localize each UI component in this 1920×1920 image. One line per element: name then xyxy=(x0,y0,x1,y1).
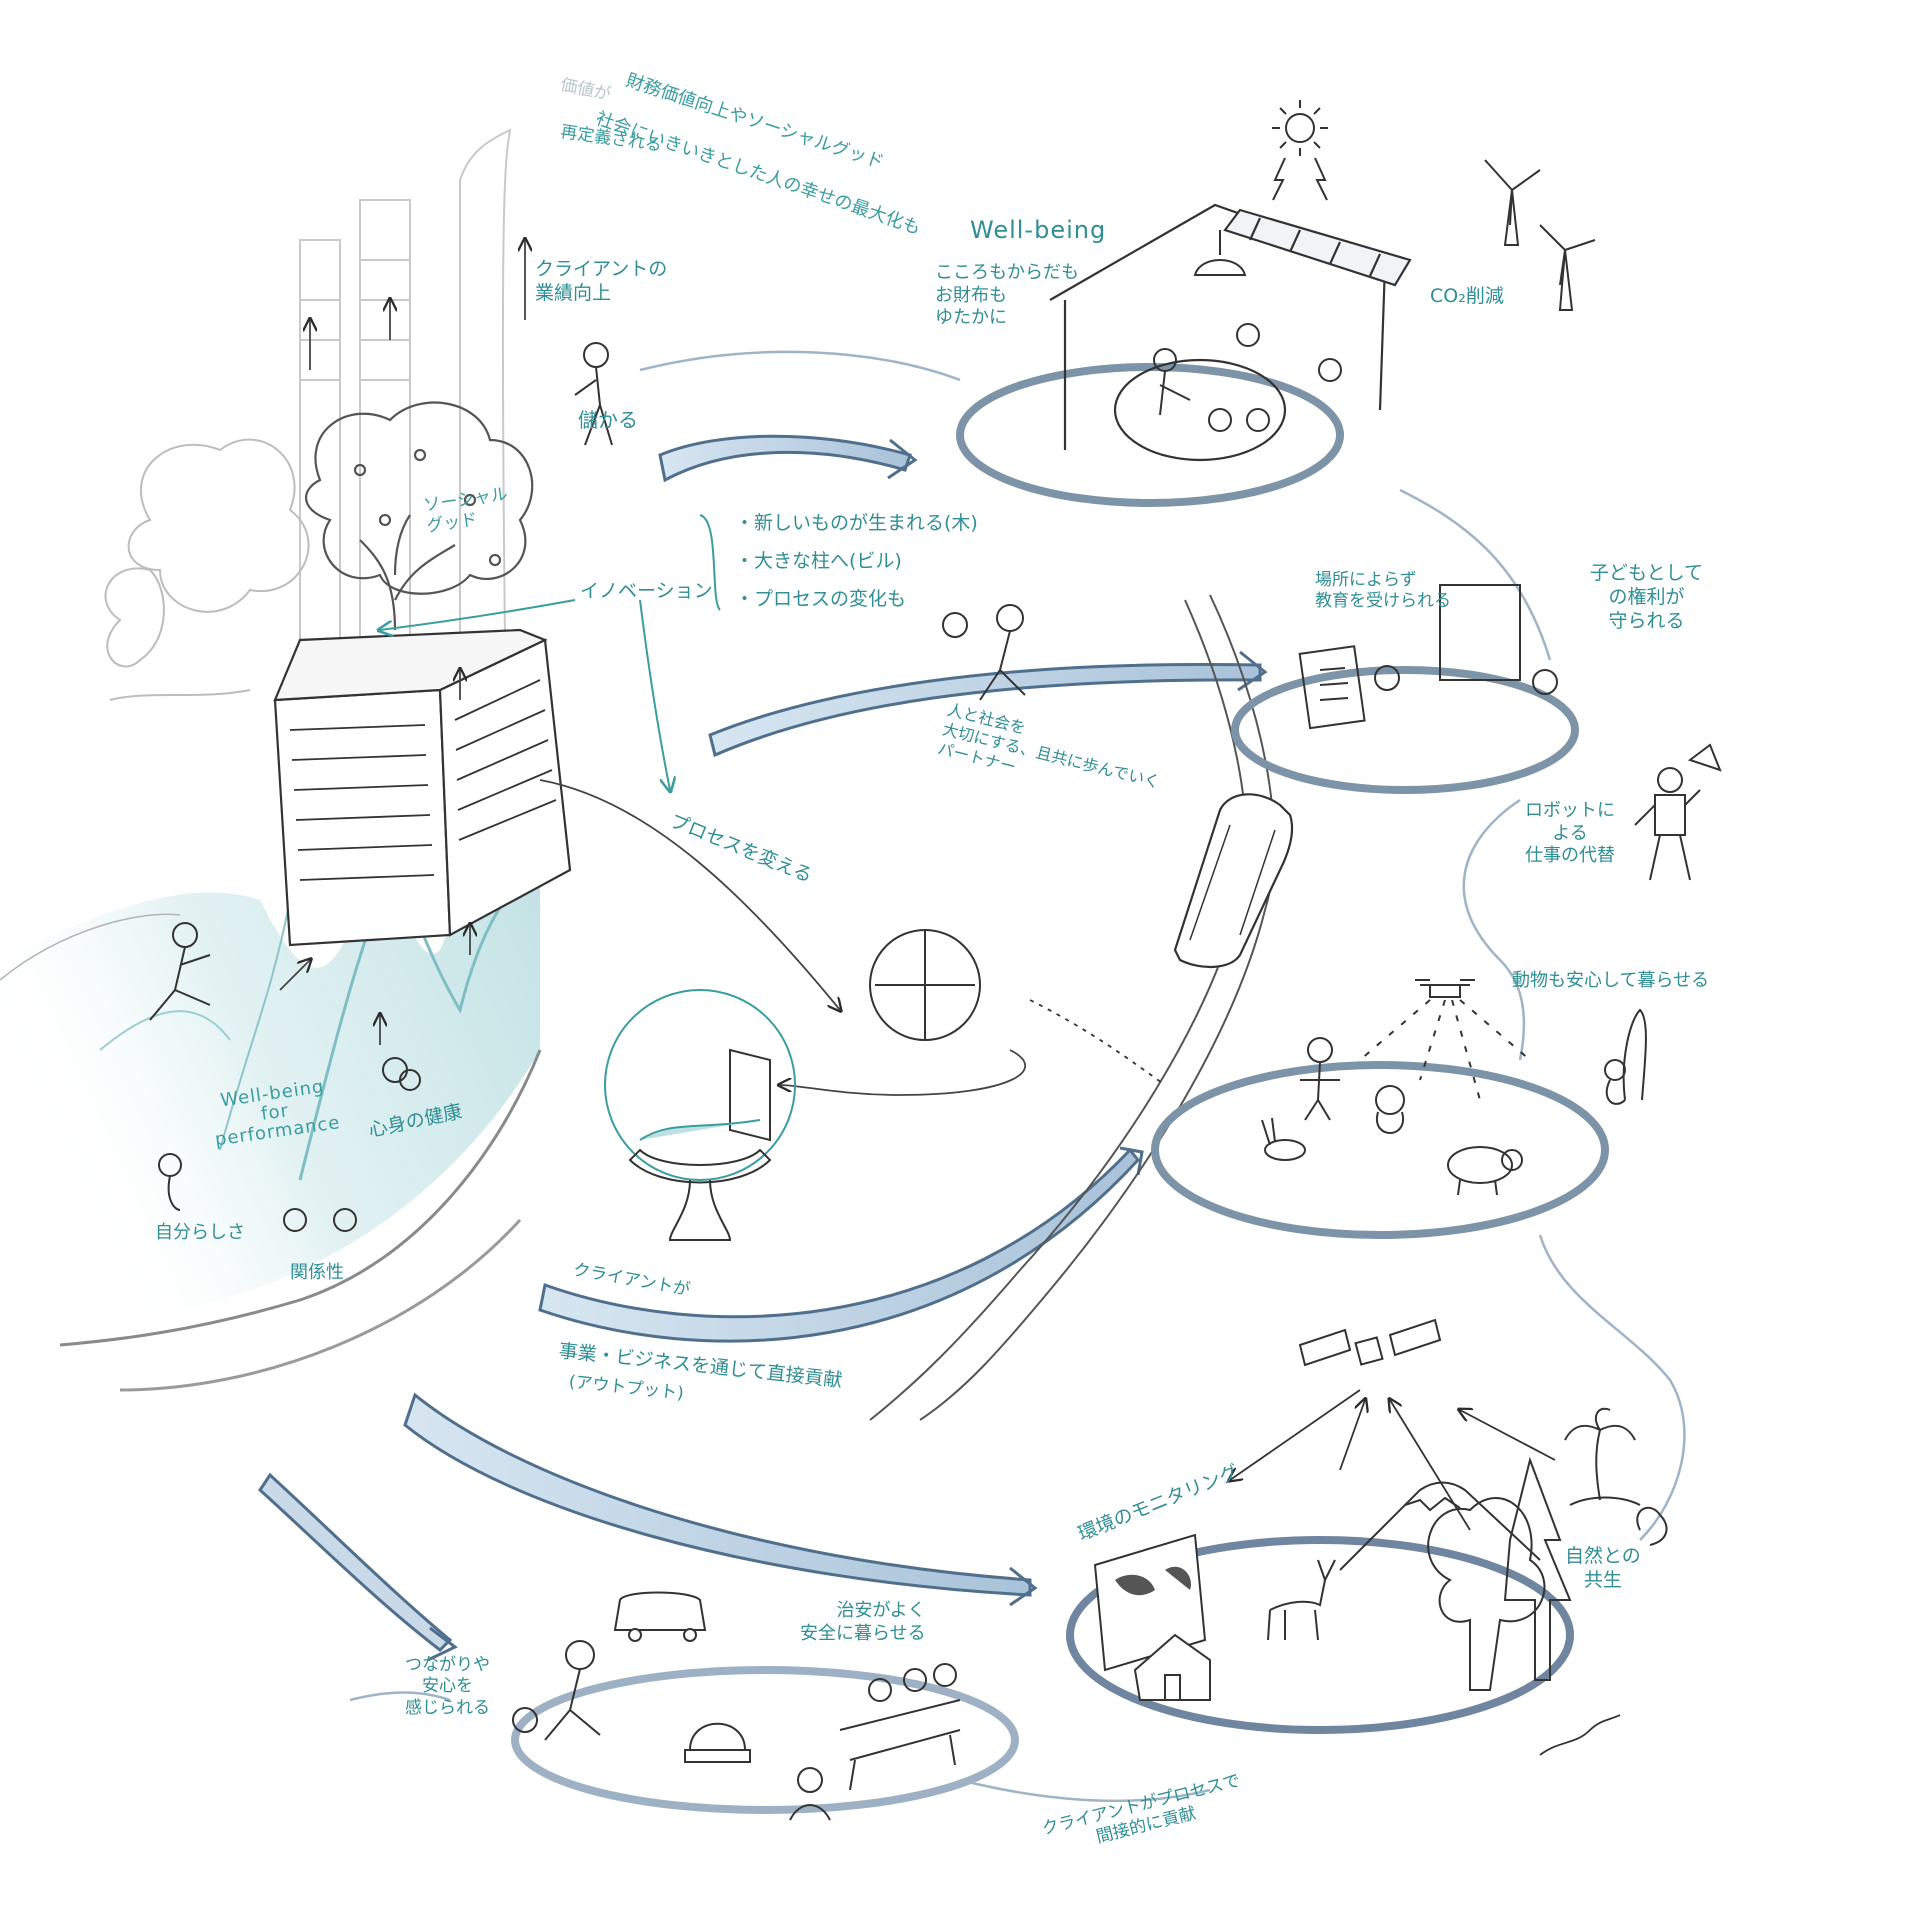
ring-office xyxy=(956,363,1344,507)
deer-icon xyxy=(1267,1559,1336,1641)
lamp-icon xyxy=(1193,230,1247,276)
ring-nature xyxy=(1066,1536,1574,1734)
innovation-item-3: ・プロセスの変化も xyxy=(735,587,907,610)
animals-label: 動物も安心して暮らせる xyxy=(1512,970,1710,991)
co2-label: CO₂削減 xyxy=(1430,285,1504,307)
sun-icon xyxy=(1272,100,1328,201)
swoosh-arrows xyxy=(258,434,1262,1652)
profit-label: 儲かる xyxy=(578,408,638,432)
relation-label: 関係性 xyxy=(290,1262,344,1283)
nature-label: 自然との 共生 xyxy=(1565,1545,1641,1591)
railway-track xyxy=(869,594,1275,1421)
safety-label: 治安がよく 安全に暮らせる xyxy=(800,1600,926,1644)
client-business-label: クライアントの 業績向上 xyxy=(535,258,668,304)
palm-tree-icon xyxy=(1564,1407,1641,1506)
innovation-list: ・新しいものが生まれる(木) ・大きな柱へ(ビル) ・プロセスの変化も xyxy=(735,512,978,611)
education-scene xyxy=(1298,584,1521,730)
monkey-icon xyxy=(1604,1008,1647,1105)
robot-label: ロボットに よる 仕事の代替 xyxy=(1525,800,1615,866)
drone-icon xyxy=(1359,979,1531,1101)
innovation-item-2: ・大きな柱へ(ビル) xyxy=(735,549,902,572)
ring-education xyxy=(1231,666,1579,794)
dotted-link xyxy=(1029,999,1166,1086)
satellite-icon xyxy=(1298,1318,1442,1367)
seal-icon xyxy=(1636,1506,1668,1546)
wellbeing-title: Well-being xyxy=(970,216,1107,244)
swoosh-arrowheads xyxy=(427,438,1268,1662)
bench-people xyxy=(789,1663,961,1821)
child-rights-label: 子どもとして の権利が 守られる xyxy=(1590,562,1704,632)
monitoring-arrows xyxy=(1230,1389,1556,1531)
scene-rings xyxy=(511,363,1609,1814)
autonomous-car-icon xyxy=(613,1591,707,1642)
tree-icons xyxy=(1427,1456,1572,1691)
ring-animals xyxy=(1151,1061,1609,1239)
robot-icon xyxy=(1634,743,1722,881)
ring-community xyxy=(511,1666,1019,1814)
sphere-building xyxy=(604,989,796,1241)
robot-icon-small xyxy=(684,1722,751,1763)
tree-icon xyxy=(304,401,534,631)
innovation-arrows xyxy=(380,514,721,790)
selfness-label: 自分らしさ xyxy=(155,1222,245,1243)
innovation-label: イノベーション xyxy=(580,580,713,602)
pig-icon xyxy=(1447,1146,1523,1196)
scribble xyxy=(1539,1714,1621,1756)
office-house xyxy=(1049,203,1412,462)
growth-arrows xyxy=(279,240,1027,1096)
mountain-icon xyxy=(1339,1481,1541,1571)
building-icon xyxy=(273,628,572,947)
faded-trees xyxy=(104,438,310,701)
dog-icon xyxy=(1375,1085,1405,1134)
rabbit-icon xyxy=(1261,1117,1306,1161)
innovation-item-1: ・新しいものが生まれる(木) xyxy=(735,512,978,534)
wellbeing-description: こころもからだも お財布も ゆたかに xyxy=(935,262,1079,328)
left-wave-landscape xyxy=(0,856,542,1392)
wind-turbine-icon xyxy=(1484,159,1596,311)
connection-label: つながりや 安心を 感じられる xyxy=(405,1655,490,1718)
house-icon xyxy=(1133,1633,1211,1701)
education-label: 場所によらず 教育を受けられる xyxy=(1315,570,1451,612)
stick-figures xyxy=(149,323,1558,1741)
puzzle-globe xyxy=(869,929,981,1041)
tram-icon xyxy=(1173,793,1294,969)
connecting-rivers xyxy=(349,350,1686,1803)
